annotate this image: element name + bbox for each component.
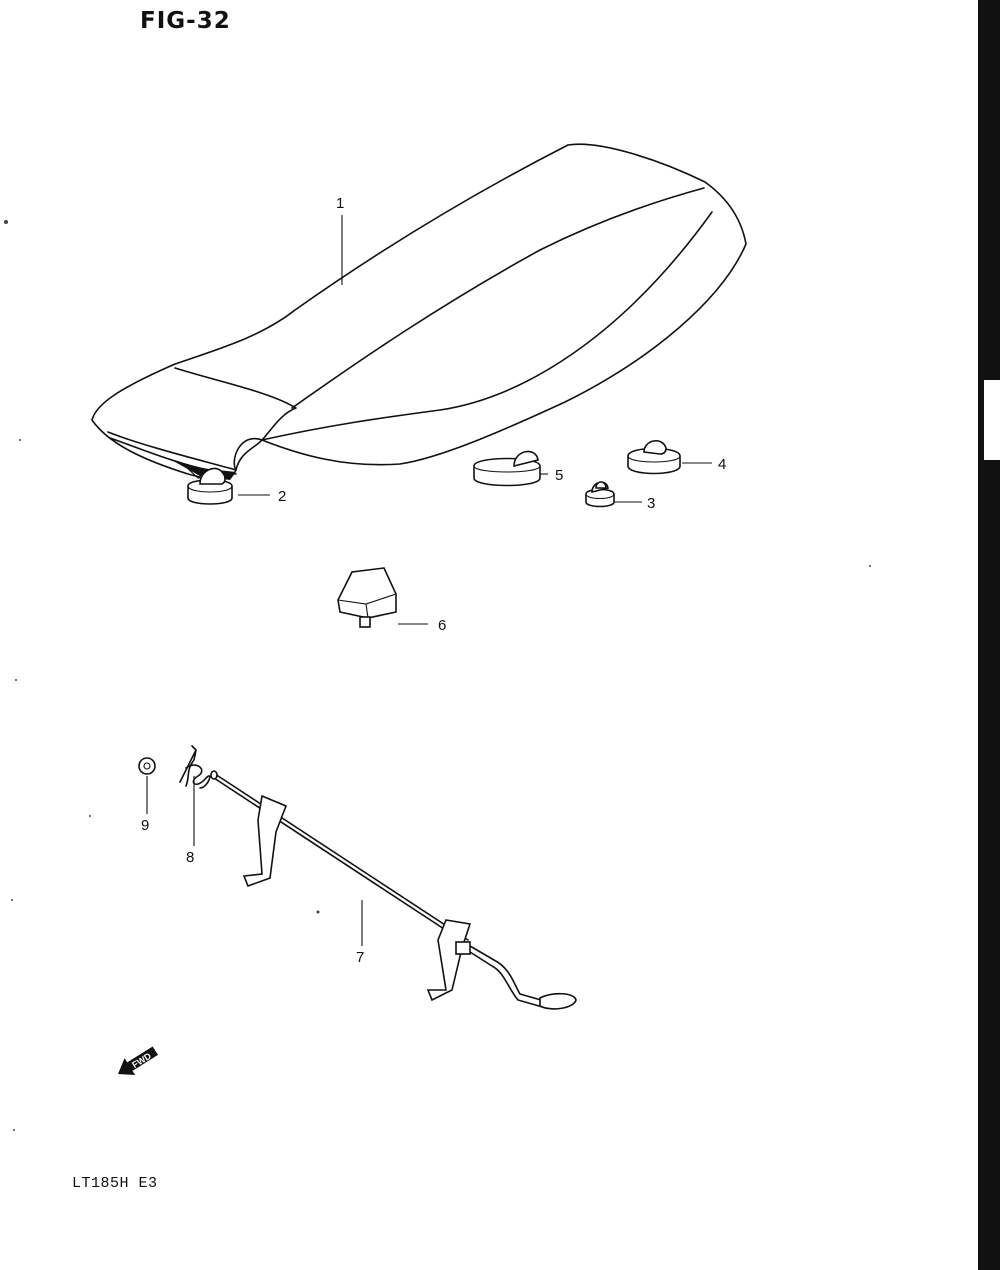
clip-part: [138, 757, 156, 775]
callout-label-3: 3: [647, 495, 655, 512]
callout-label-9: 9: [141, 817, 149, 834]
cushion-part-3: [585, 481, 615, 508]
spring-part: [179, 745, 211, 789]
leader-lines: [146, 215, 712, 946]
cushion-part-6: [337, 567, 397, 628]
seat-latch-rod-part: [210, 770, 577, 1010]
callout-label-1: 1: [336, 195, 344, 212]
scan-border: [978, 0, 1000, 1270]
callout-label-4: 4: [718, 456, 726, 473]
callout-labels: 1 2 3 4 5 6 7 8 9: [141, 195, 726, 966]
cushion-part-2: [187, 467, 233, 505]
cushion-part-5: [473, 450, 541, 487]
callout-label-2: 2: [278, 488, 286, 505]
scan-noise: [4, 220, 871, 1131]
callout-label-7: 7: [356, 949, 364, 966]
callout-label-8: 8: [186, 849, 194, 866]
cushion-part-4: [627, 440, 681, 475]
model-code: LT185H E3: [72, 1175, 158, 1192]
fwd-arrow-icon: FWD: [118, 1046, 158, 1076]
callout-label-5: 5: [555, 467, 563, 484]
seat-part: [91, 143, 747, 481]
figure-title: FIG-32: [140, 8, 231, 34]
callout-label-6: 6: [438, 617, 446, 634]
